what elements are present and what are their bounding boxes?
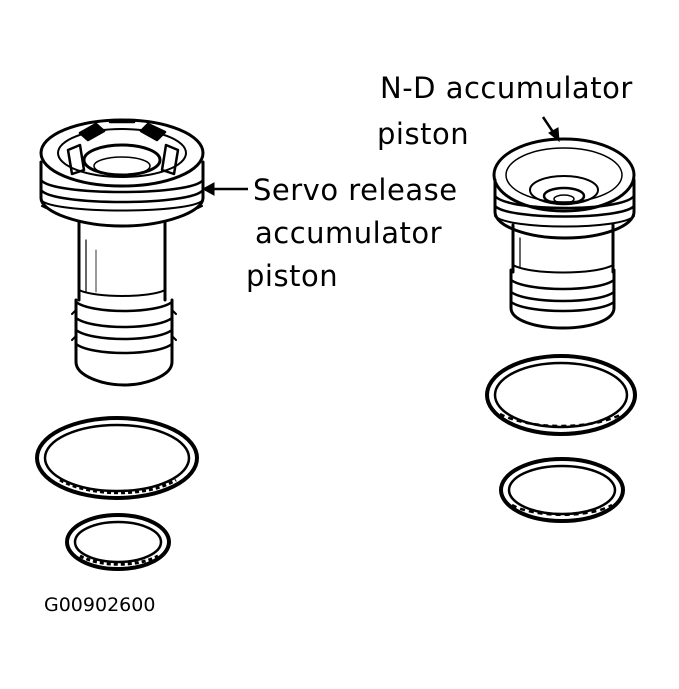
figure-code: G00902600 [44,594,156,616]
nd-small-seal-ring [499,457,625,523]
nd-leader-arrow [541,116,560,143]
nd-piston-label-line-2: piston [377,117,470,151]
servo-large-seal-ring [35,416,199,500]
servo-leader-arrow [201,182,248,196]
nd-accumulator-piston [492,137,636,330]
servo-piston-label-line-2: accumulator [255,216,443,250]
servo-release-accumulator-piston [39,118,205,387]
servo-piston-label-line-3: piston [246,259,339,293]
servo-small-seal-ring [65,513,171,571]
nd-large-seal-ring [485,354,637,436]
nd-piston-label-line-1: N-D accumulator [380,71,633,105]
servo-piston-label-line-1: Servo release [253,173,458,207]
